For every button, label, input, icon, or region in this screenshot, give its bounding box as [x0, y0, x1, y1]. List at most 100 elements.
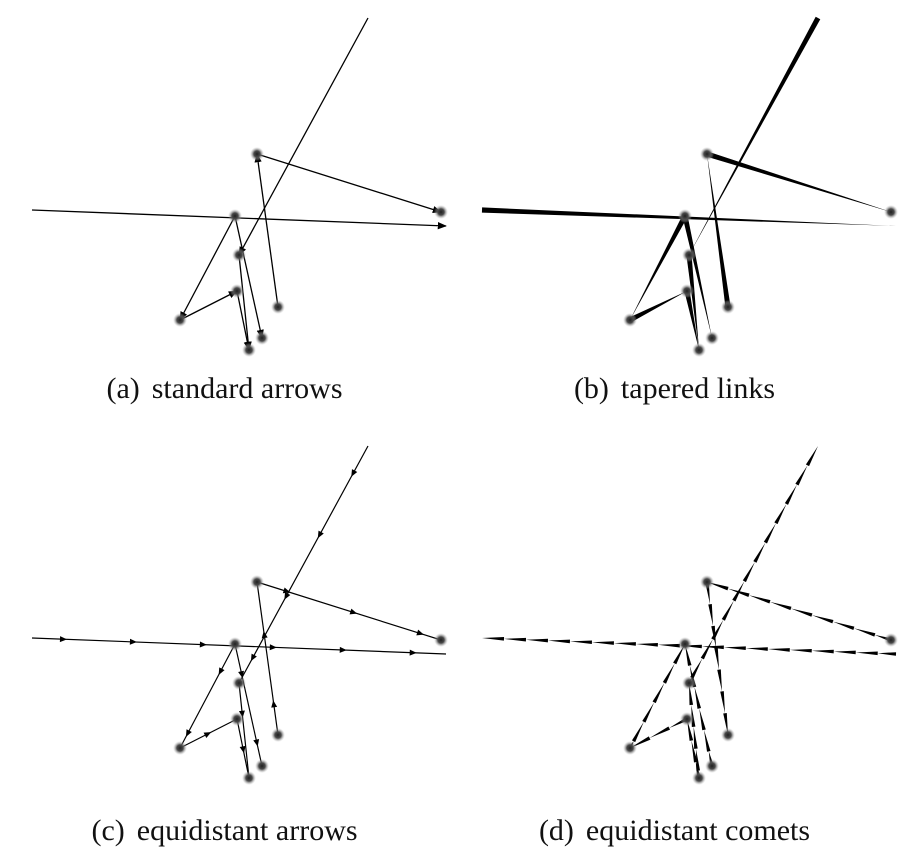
links-group: [31, 17, 447, 351]
link-comet: [525, 638, 549, 643]
link-comet: [714, 647, 720, 670]
node: [700, 147, 714, 161]
link-comet: [745, 647, 768, 651]
link-comet: [652, 682, 665, 704]
link-mid-arrow: [238, 670, 244, 679]
link-arrow: [238, 17, 369, 256]
link-arrow: [234, 215, 264, 339]
node: [678, 637, 692, 651]
node: [173, 741, 187, 755]
link-tapered: [707, 154, 731, 308]
node: [228, 209, 242, 223]
caption-b: (b)tapered links: [450, 372, 899, 406]
link-comet: [717, 669, 723, 692]
link-mid-arrow: [282, 587, 291, 594]
link-mid-arrow: [253, 739, 260, 747]
link-arrow: [256, 153, 442, 214]
caption-label: equidistant comets: [585, 814, 811, 847]
link-comet: [720, 691, 726, 714]
node: [700, 575, 714, 589]
link-comet: [795, 465, 808, 486]
nodes-group: [623, 147, 898, 357]
node: [434, 205, 448, 219]
node: [255, 759, 269, 773]
link-comet: [748, 595, 771, 604]
link-comet: [711, 625, 717, 648]
node: [250, 575, 264, 589]
caption-a: (a)standard arrows: [0, 372, 449, 406]
node: [682, 248, 696, 262]
node: [680, 284, 694, 298]
link-comet: [649, 726, 671, 739]
link-tapered: [686, 254, 699, 350]
node: [232, 248, 246, 262]
links-group: [31, 445, 447, 779]
node: [242, 343, 256, 357]
link-tapered: [684, 290, 699, 350]
link-comet: [662, 663, 675, 684]
link-line: [234, 643, 263, 767]
link-mid-arrow: [349, 608, 358, 615]
node: [705, 331, 719, 345]
link-comet: [784, 484, 797, 505]
panel-standard-arrows: (a)standard arrows: [0, 0, 449, 427]
caption-d: (d)equidistant comets: [450, 814, 899, 848]
panel-equidistant-arrows: (c) equidistant arrows: [0, 428, 449, 855]
link-comet: [833, 650, 856, 655]
node: [884, 205, 898, 219]
link-comet: [482, 637, 505, 641]
caption-tag: (c): [91, 814, 125, 847]
node: [623, 313, 637, 327]
graph-standard-arrows: [31, 17, 448, 357]
link-arrow: [254, 153, 279, 308]
node: [678, 209, 692, 223]
nodes-group: [623, 575, 898, 785]
node: [692, 771, 706, 785]
nodes-group: [173, 147, 448, 357]
link-comet: [613, 642, 636, 646]
link-mid-arrow: [199, 641, 207, 648]
caption-label: tapered links: [620, 372, 776, 405]
node: [242, 771, 256, 785]
link-comet: [877, 652, 897, 656]
node: [434, 633, 448, 647]
link-mid-arrow: [203, 732, 212, 738]
panel-tapered-links: (b)tapered links: [450, 0, 899, 427]
node: [173, 313, 187, 327]
link-mid-arrow: [59, 636, 67, 643]
link-mid-arrow: [351, 469, 358, 477]
link-comet: [853, 628, 876, 637]
node: [721, 300, 735, 314]
caption-label: equidistant arrows: [136, 814, 358, 847]
link-mid-arrow: [239, 745, 246, 754]
link-comet: [693, 726, 698, 749]
link-line: [256, 581, 279, 736]
node: [682, 676, 696, 690]
link-mid-arrow: [269, 644, 277, 651]
link-comet: [774, 503, 787, 525]
node: [692, 343, 706, 357]
link-arrow: [179, 215, 236, 321]
link-mid-arrow: [185, 729, 192, 737]
links-group: [481, 16, 896, 350]
graph-equidistant-arrows: [31, 445, 448, 785]
node: [271, 728, 285, 742]
node: [232, 676, 246, 690]
link-comet: [723, 646, 746, 650]
link-comet: [805, 446, 818, 467]
link-comet: [569, 640, 592, 645]
link-tapered: [706, 151, 891, 212]
link-comet: [742, 561, 755, 583]
caption-tag: (a): [106, 372, 140, 405]
link-tapered: [689, 16, 821, 256]
link-mid-arrow: [339, 646, 347, 653]
links-group: [482, 446, 897, 779]
link-comet: [811, 649, 834, 654]
link-comet: [503, 637, 527, 642]
link-comet: [790, 608, 813, 617]
node: [230, 284, 244, 298]
link-mid-arrow: [317, 530, 324, 539]
link-comet: [767, 648, 790, 652]
link-tapered: [628, 291, 687, 323]
link-mid-arrow: [409, 649, 417, 656]
